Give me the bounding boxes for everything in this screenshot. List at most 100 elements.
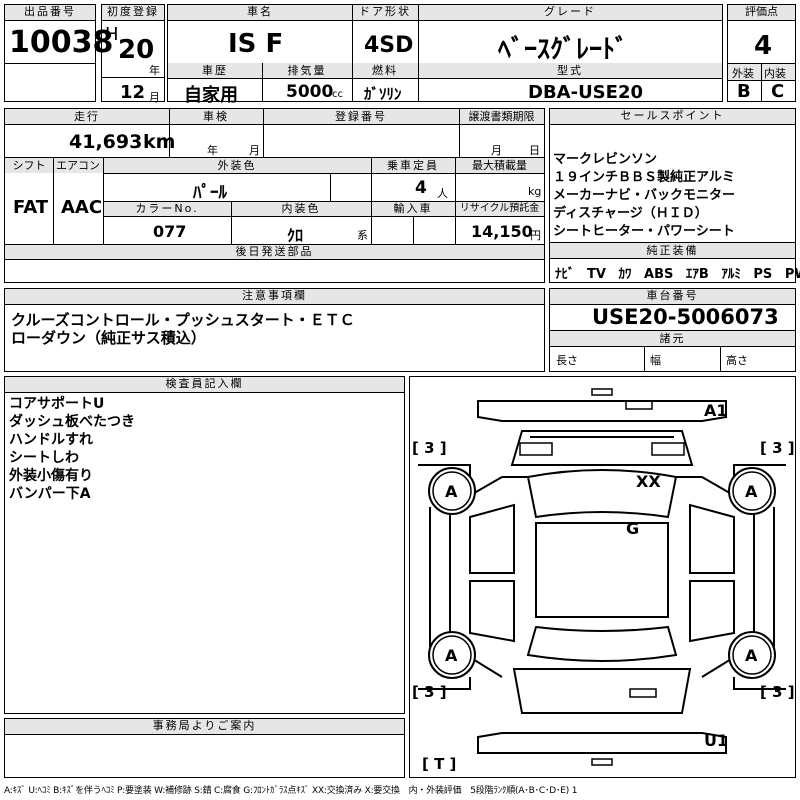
notes-line: クルーズコントロール・プッシュスタート・ＥＴＣ — [11, 311, 355, 329]
inspector-box: 検査員記入欄 コアサポートU ダッシュ板べたつき ハンドルすれ シートしわ 外装… — [4, 376, 405, 714]
first-reg-month: 12 — [120, 82, 146, 103]
spare-tire: [ T ] — [422, 755, 457, 773]
mileage-value: 41,693 — [69, 131, 143, 153]
first-reg-box: 初度登録 H 20 年 12 月 — [101, 4, 165, 104]
genuine-equip-label: 純正装備 — [646, 244, 699, 257]
wheel-front-left-mark: A — [445, 482, 458, 501]
max-load-label: 最大積載量 — [472, 159, 527, 172]
equip-item: ｴｱB — [685, 267, 709, 282]
first-reg-year-unit: 年 — [149, 64, 160, 77]
damage-xx: XX — [636, 472, 661, 491]
spec-width: 幅 — [650, 354, 661, 367]
capacity-unit: 人 — [437, 187, 448, 200]
lot-label: 出品番号 — [5, 5, 95, 21]
equip-item: ｶﾜ — [618, 267, 632, 282]
equip-item: ABS — [644, 267, 674, 282]
transfer-day-unit: 日 — [529, 144, 540, 157]
tire-front-left: [ 3 ] — [412, 439, 447, 457]
score-ext: B — [737, 81, 751, 102]
displacement-unit: cc — [332, 89, 343, 100]
car-name-label: 車名 — [168, 5, 352, 21]
lot-box: 出品番号 10038 — [4, 4, 113, 102]
door-value: 4SD — [364, 33, 414, 58]
color-no-label: カラーNo. — [135, 202, 199, 215]
shift-label: シフト — [12, 159, 46, 172]
sales-point-line: ディスチャージ（ＨＩＤ） — [553, 206, 708, 221]
score-box: 評価点 4 外装 内装 B C — [727, 4, 796, 102]
notes-lines: クルーズコントロール・プッシュスタート・ＥＴＣ ローダウン（純正サス積込） — [11, 311, 355, 347]
import-label: 輸入車 — [393, 202, 433, 215]
spec-height: 高さ — [726, 354, 748, 367]
wheel-rear-left-mark: A — [445, 646, 458, 665]
sales-point-line: シートヒーター・パワーシート — [553, 224, 735, 239]
model-label: 型式 — [557, 64, 583, 77]
tire-rear-left: [ 3 ] — [412, 683, 447, 701]
capacity-label: 乗車定員 — [387, 159, 439, 172]
fuel-value: ｶﾞｿﾘﾝ — [364, 85, 402, 103]
fuel-label: 燃料 — [372, 64, 398, 77]
equip-item: TV — [587, 267, 606, 282]
ext-color-label: 外装色 — [217, 159, 257, 172]
notes-label: 注意事項欄 — [5, 289, 544, 305]
inspector-label: 検査員記入欄 — [5, 377, 404, 393]
score-value: 4 — [754, 31, 773, 61]
inspection-label: 車検 — [203, 110, 229, 123]
int-color-unit: 系 — [357, 229, 368, 242]
first-reg-era: H — [105, 24, 119, 45]
transfer-label: 譲渡書類期限 — [468, 110, 535, 123]
equip-item: ｱﾙﾐ — [721, 267, 741, 282]
spec-length: 長さ — [556, 354, 578, 367]
car-name-value: IS F — [228, 29, 284, 59]
damage-a1: A1 — [704, 401, 728, 420]
first-reg-month-unit: 月 — [149, 91, 160, 104]
lot-number: 10038 — [9, 25, 114, 60]
sales-point-line: １９インチＢＢＳ製純正アルミ — [553, 170, 735, 185]
transfer-month-unit: 月 — [491, 144, 502, 157]
sales-point-line: メーカーナビ・バックモニター — [553, 188, 736, 203]
int-color-value: ｸﾛ — [287, 226, 304, 245]
tire-rear-right: [ 3 ] — [760, 683, 795, 701]
car-diagram: A1 U1 XX G A A A A [ 3 ] [ 3 ] [ 3 ] [ 3… — [409, 376, 796, 778]
displacement-value: 5000 — [286, 82, 334, 102]
office-label: 事務局よりご案内 — [5, 719, 404, 735]
displacement-label: 排気量 — [287, 64, 327, 77]
score-int: C — [771, 81, 785, 102]
recycle-unit: 円 — [530, 229, 541, 242]
sales-point-label: セールスポイント — [550, 109, 795, 125]
model-value: DBA-USE20 — [528, 82, 643, 103]
score-ext-label: 外装 — [732, 67, 754, 80]
tire-front-right: [ 3 ] — [760, 439, 795, 457]
inspector-lines: コアサポートU ダッシュ板べたつき ハンドルすれ シートしわ 外装小傷有り バン… — [9, 395, 135, 503]
wheel-front-right-mark: A — [745, 482, 758, 501]
details-box: 走行 車検 登録番号 譲渡書類期限 41,693 km 年 月 月 日 シフト … — [4, 108, 545, 283]
damage-g: G — [626, 519, 640, 538]
aircon-value: AAC — [61, 197, 103, 218]
sales-point-lines: マークレビンソン １９インチＢＢＳ製純正アルミ メーカーナビ・バックモニター デ… — [553, 151, 735, 241]
mileage-unit: km — [143, 131, 176, 153]
inspection-year-unit: 年 — [207, 144, 218, 157]
car-info-box: 車名 ドア形状 グレード IS F 4SD ﾍﾞｰｽｸﾞﾚｰﾄﾞ 車歴 排気量 … — [167, 4, 723, 106]
wheel-rear-right-mark: A — [745, 646, 758, 665]
chassis-label: 車台番号 — [550, 289, 795, 305]
recycle-value: 14,150 — [471, 222, 533, 241]
first-reg-label: 初度登録 — [102, 5, 164, 21]
score-label: 評価点 — [728, 5, 795, 21]
equip-item: PS — [753, 267, 773, 282]
inspector-line: シートしわ — [9, 450, 79, 466]
recycle-label: リサイクル預託金 — [459, 203, 540, 214]
sales-point-line: マークレビンソン — [553, 152, 658, 167]
inspector-line: ダッシュ板べたつき — [9, 414, 135, 430]
specs-label: 諸元 — [659, 332, 686, 345]
first-reg-year: 20 — [118, 35, 155, 65]
inspector-line: バンパー下A — [9, 486, 91, 502]
score-int-label: 内装 — [764, 67, 786, 80]
notes-box: 注意事項欄 クルーズコントロール・プッシュスタート・ＥＴＣ ローダウン（純正サス… — [4, 288, 545, 372]
int-color-label: 内装色 — [281, 202, 321, 215]
reg-no-label: 登録番号 — [335, 110, 387, 123]
genuine-equip-items: ﾅﾋﾞ TV ｶﾜ ABS ｴｱB ｱﾙﾐ PS PW — [555, 263, 800, 282]
capacity-value: 4 — [415, 178, 427, 198]
legend: A:ｷｽﾞ U:ﾍｺﾐ B:ｷｽﾞを伴うﾍｺﾐ P:要塗装 W:補修跡 S:錆 … — [4, 786, 578, 796]
inspection-month-unit: 月 — [249, 144, 260, 157]
damage-u1: U1 — [704, 731, 729, 750]
equip-item: ﾅﾋﾞ — [555, 267, 575, 282]
